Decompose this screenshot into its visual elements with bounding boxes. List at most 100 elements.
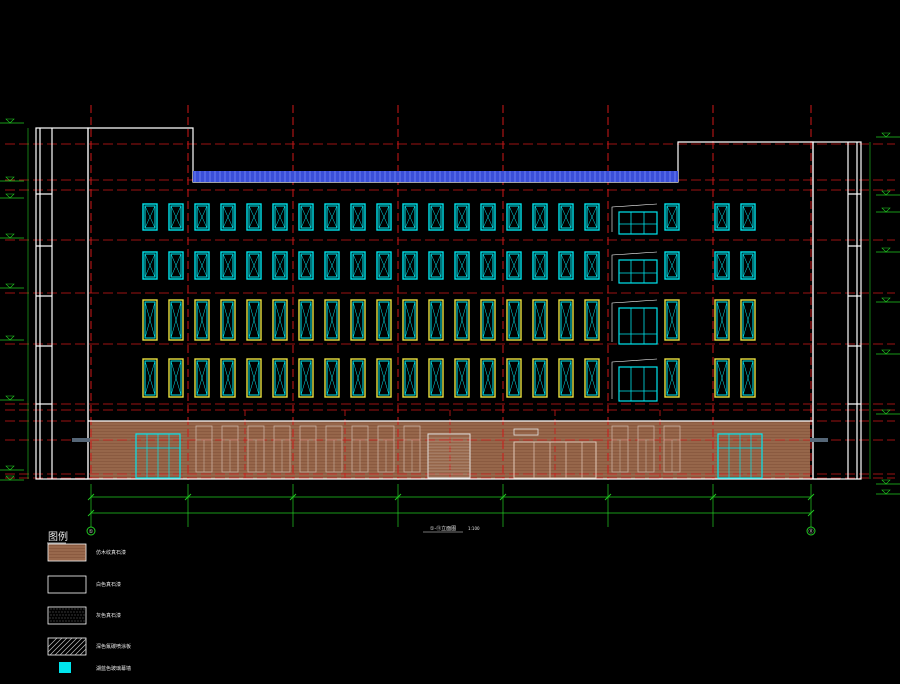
legend-dot — [79, 611, 81, 613]
window — [272, 251, 288, 280]
window-frame — [740, 299, 756, 341]
window — [740, 251, 756, 280]
legend-dot — [77, 614, 79, 616]
window-swing-line — [430, 301, 442, 339]
window-frame — [558, 299, 574, 341]
window-sash — [196, 253, 208, 278]
window — [220, 251, 236, 280]
level-triangle-left — [5, 465, 15, 471]
window-swing-line — [560, 205, 572, 229]
window-swing-line — [326, 205, 338, 229]
window-frame — [454, 251, 470, 280]
legend-swatch-wood — [47, 543, 87, 562]
level-triangle-right — [881, 479, 891, 485]
window-sash — [742, 301, 754, 339]
legend-dot — [76, 611, 78, 613]
window — [272, 299, 288, 341]
legend-dot — [74, 614, 76, 616]
window-sash — [300, 253, 312, 278]
window — [558, 251, 574, 280]
window-swing-line — [248, 205, 260, 229]
window-sash — [534, 360, 546, 396]
window-frame — [298, 358, 314, 398]
window-swing-line — [378, 301, 390, 339]
window-sash — [326, 205, 338, 229]
window-sash — [248, 360, 260, 396]
balcony-rail — [611, 203, 658, 232]
window — [506, 203, 522, 231]
window-swing-line — [378, 253, 390, 278]
window-swing-line — [170, 301, 182, 339]
window-sash — [404, 253, 416, 278]
window-sash — [222, 253, 234, 278]
window-sash — [352, 360, 364, 396]
window — [324, 358, 340, 398]
window — [376, 251, 392, 280]
window-frame — [402, 251, 418, 280]
legend-dot — [70, 617, 72, 619]
window-swing-line — [508, 360, 520, 396]
window-sash — [300, 360, 312, 396]
legend-dot — [70, 611, 72, 613]
window-swing-line — [248, 360, 260, 396]
window-sash — [378, 360, 390, 396]
window-swing-line — [456, 360, 468, 396]
level-triangle-right — [881, 207, 891, 213]
window-sash — [742, 360, 754, 396]
window-swing-line — [742, 360, 754, 396]
window-frame — [220, 251, 236, 280]
dimension-tick — [289, 493, 297, 501]
window-swing-line — [248, 301, 260, 339]
curtain-wall-frame — [618, 259, 658, 284]
window — [664, 203, 680, 231]
window — [454, 358, 470, 398]
legend-label-grey: 灰色真石漆 — [96, 612, 121, 619]
legend-dot — [59, 620, 61, 622]
window-frame — [664, 203, 680, 231]
balcony-rail — [611, 358, 658, 399]
window — [428, 251, 444, 280]
legend-dot — [68, 614, 70, 616]
grid-bubble-left-label: ① — [89, 529, 94, 535]
legend-dot — [53, 608, 55, 610]
window-frame — [558, 251, 574, 280]
legend-dot — [82, 617, 84, 619]
window-swing-line — [326, 253, 338, 278]
window-frame — [532, 251, 548, 280]
window — [194, 358, 210, 398]
level-triangle-right — [881, 489, 891, 495]
legend-swatch-white — [47, 575, 87, 594]
ground-window — [325, 425, 343, 473]
window-frame — [714, 203, 730, 231]
legend-label-wood: 仿木纹真石漆 — [96, 549, 126, 556]
window-swing-line — [144, 301, 156, 339]
legend-dot — [64, 611, 66, 613]
window-frame — [402, 358, 418, 398]
window-swing-line — [666, 205, 678, 229]
window-frame — [740, 358, 756, 398]
window-swing-line — [508, 253, 520, 278]
legend-dot — [62, 608, 64, 610]
window — [246, 358, 262, 398]
window-frame — [664, 251, 680, 280]
window-frame — [428, 203, 444, 231]
window-sash — [248, 205, 260, 229]
window-swing-line — [742, 205, 754, 229]
window-swing-line — [170, 360, 182, 396]
level-triangle-right — [881, 409, 891, 415]
roof-parapet-band — [193, 171, 678, 182]
window-frame — [740, 203, 756, 231]
window-swing-line — [716, 205, 728, 229]
window-swing-line — [430, 360, 442, 396]
curtain-wall-frame — [618, 307, 658, 345]
window-frame — [584, 358, 600, 398]
window — [454, 299, 470, 341]
window-frame — [298, 251, 314, 280]
window-swing-line — [196, 360, 208, 396]
window-sash — [170, 253, 182, 278]
window-frame — [324, 299, 340, 341]
window-swing-line — [456, 301, 468, 339]
window-sash — [326, 360, 338, 396]
window-sash — [378, 205, 390, 229]
window-frame — [168, 251, 184, 280]
